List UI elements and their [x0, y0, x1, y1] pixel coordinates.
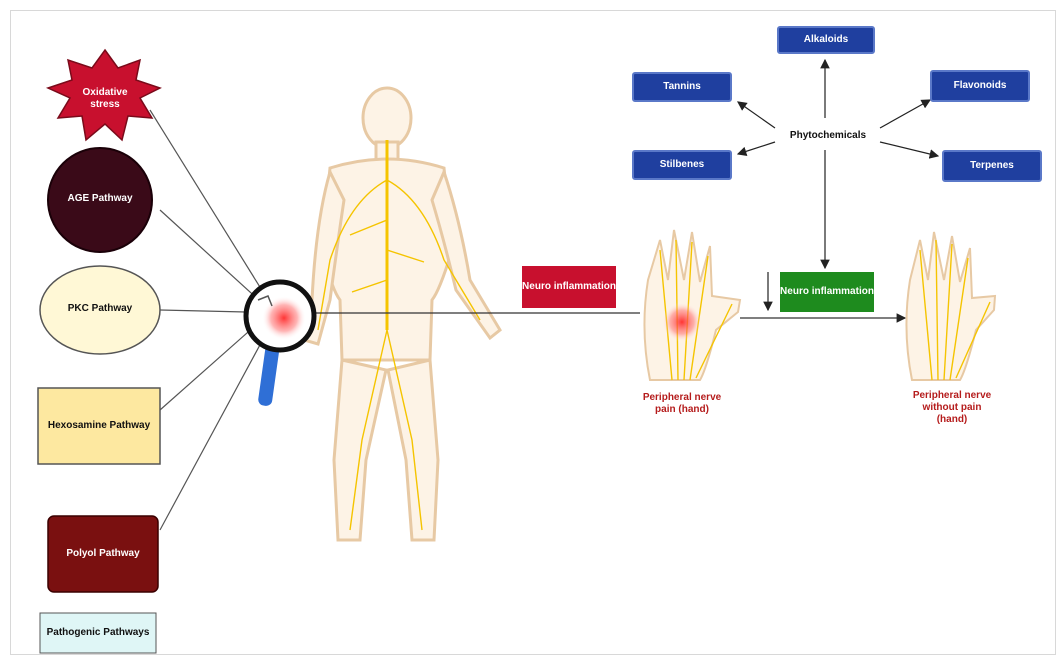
no-pain-hand-caption: Peripheral nerve without pain (hand) — [910, 390, 994, 426]
pathogenic-pathways-legend: Pathogenic Pathways — [42, 615, 154, 651]
healthy-hand-illustration — [906, 232, 995, 380]
pain-hand-caption: Peripheral nerve pain (hand) — [640, 392, 724, 416]
neuro-inflammation-down-box: Neuro inflammation — [780, 272, 874, 312]
flavonoids-box: Flavonoids — [930, 70, 1030, 102]
phytochemicals-label: Phytochemicals — [770, 126, 886, 146]
tannins-box: Tannins — [632, 72, 732, 102]
stilbenes-box: Stilbenes — [632, 150, 732, 180]
magnifier-icon — [246, 282, 314, 407]
phytochemical-arrows — [738, 60, 938, 268]
alkaloids-box: Alkaloids — [777, 26, 875, 54]
polyol-pathway-label: Polyol Pathway — [52, 538, 154, 570]
painful-hand-illustration — [644, 230, 740, 380]
human-body — [304, 88, 500, 540]
oxidative-stress-label: Oxidative stress — [70, 84, 140, 114]
terpenes-box: Terpenes — [942, 150, 1042, 182]
neuro-inflammation-up-box: Neuro inflammation — [522, 266, 616, 308]
pkc-pathway-label: PKC Pathway — [60, 294, 140, 324]
age-pathway-label: AGE Pathway — [60, 184, 140, 214]
hexosamine-pathway-label: Hexosamine Pathway — [42, 410, 156, 442]
